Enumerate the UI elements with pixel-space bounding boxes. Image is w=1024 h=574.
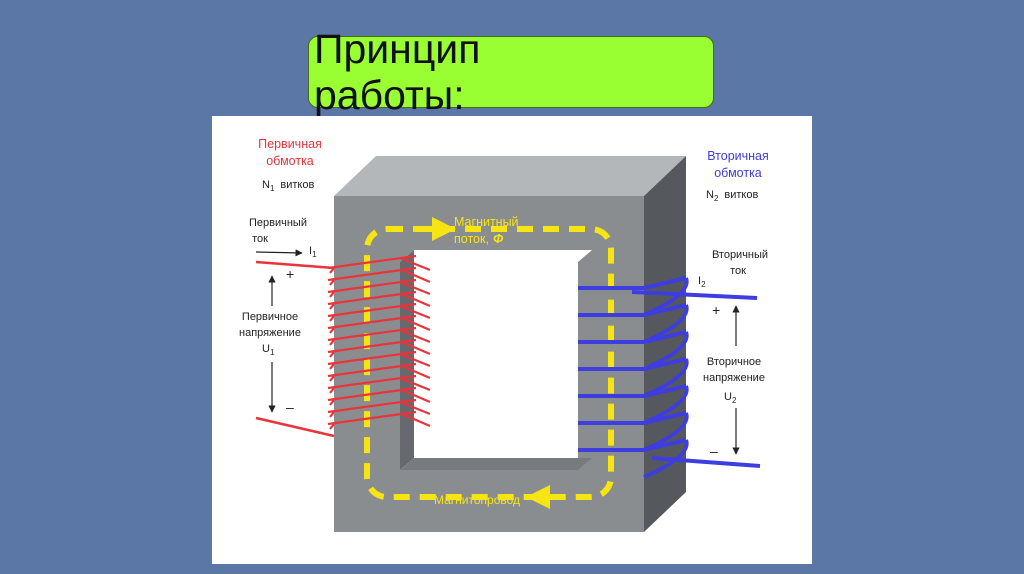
primary-minus: –: [286, 399, 294, 415]
primary-coil-back: [401, 388, 431, 404]
primary-coil-turn: [327, 362, 417, 382]
flux-path: [364, 226, 614, 500]
secondary-coil-turn: [578, 357, 687, 371]
core-top-face: [334, 156, 686, 196]
core-window-inner-bottom: [400, 458, 592, 470]
primary-coil-back: [401, 412, 431, 428]
secondary-lead-bottom: [651, 456, 761, 468]
primary-coil-back: [399, 256, 431, 272]
secondary-winding-label-1: Вторичная: [707, 149, 769, 163]
core-window: [414, 250, 578, 458]
secondary-coil-turn: [578, 330, 687, 344]
secondary-voltage-label-2: напряжение: [703, 372, 765, 384]
primary-current-label-2: ток: [252, 233, 268, 245]
primary-winding: [327, 254, 431, 430]
flux-label-2: поток,Φ: [454, 232, 504, 246]
secondary-minus: –: [710, 443, 718, 459]
secondary-coil-turn: [578, 384, 687, 398]
primary-current-symbol: I1: [309, 245, 317, 259]
primary-voltage-symbol: U1: [262, 343, 275, 357]
primary-coil-back: [399, 328, 431, 344]
primary-coil-back: [401, 364, 431, 380]
primary-coil-back: [401, 292, 431, 308]
secondary-coil-turn: [578, 438, 687, 452]
primary-coil-back: [401, 268, 431, 284]
primary-plus: +: [286, 266, 294, 282]
secondary-current-label-2: ток: [730, 265, 746, 277]
primary-coil-turn: [327, 290, 417, 310]
primary-coil-back: [399, 376, 431, 392]
core-label: Магнитопровод: [434, 493, 520, 507]
secondary-coil-back: [643, 439, 689, 479]
secondary-coil-turn: [578, 411, 687, 425]
primary-coil-back: [401, 340, 431, 356]
secondary-current-symbol: I2: [698, 275, 706, 289]
secondary-coil-turn: [578, 303, 687, 317]
primary-lead-top: [255, 260, 335, 270]
core-front-face: [334, 196, 644, 532]
primary-coil-turn: [327, 410, 417, 430]
primary-voltage-label-2: напряжение: [239, 327, 301, 339]
primary-coil-back: [399, 280, 431, 296]
secondary-voltage-symbol: U2: [724, 391, 737, 405]
title-box: [308, 36, 714, 108]
primary-coil-back: [401, 316, 431, 332]
secondary-voltage-label-1: Вторичное: [707, 356, 761, 368]
secondary-coil-turn: [578, 276, 687, 290]
secondary-plus: +: [712, 302, 720, 318]
primary-coil-back: [399, 304, 431, 320]
secondary-current-label-1: Вторичный: [712, 249, 768, 261]
primary-current-label-1: Первичный: [249, 217, 307, 229]
primary-lead-bottom: [255, 416, 335, 438]
primary-coil-back: [399, 400, 431, 416]
primary-voltage-label-1: Первичное: [242, 311, 298, 323]
primary-winding-label-1: Первичная: [258, 137, 322, 151]
flux-label-1: Магнитный: [454, 215, 519, 229]
secondary-winding: [578, 276, 689, 479]
primary-coil-back: [399, 352, 431, 368]
primary-coil-turn: [327, 338, 417, 358]
core-side-face: [644, 156, 686, 532]
primary-winding-label-2: обмотка: [266, 154, 314, 168]
primary-coil-turn: [327, 386, 417, 406]
secondary-winding-label-2: обмотка: [714, 166, 762, 180]
slide-title: Принцип работы:: [314, 26, 481, 118]
primary-coil-turn: [327, 266, 417, 286]
primary-coil-turn: [327, 314, 417, 334]
primary-current-arrow: [255, 249, 303, 257]
secondary-lead-top: [631, 290, 758, 300]
